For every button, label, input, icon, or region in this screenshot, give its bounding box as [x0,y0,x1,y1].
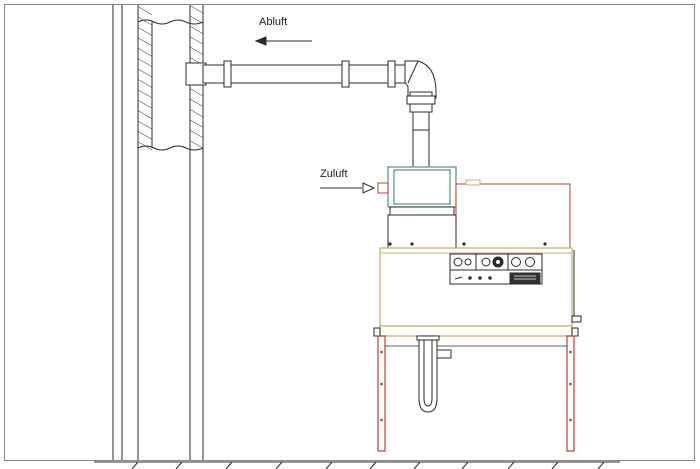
break-line-top [137,19,204,25]
intake-box [377,166,457,216]
exhaust-arrow [254,36,312,46]
intake-label: Zuluft [320,168,348,180]
gauge-icon [511,257,521,267]
floor [94,461,620,469]
gauge-icon [464,258,472,266]
stand-frame [377,335,575,452]
wall-hatch-left [138,5,152,150]
break-line-bottom [137,145,204,151]
exhaust-pipe [185,60,437,168]
display-icon [509,272,541,284]
upper-unit [387,179,571,249]
exhaust-label: Abluft [259,16,287,28]
control-panel [449,253,543,285]
gauge-icon [525,257,535,267]
gauge-icon [453,257,463,267]
drain-siphon [416,335,452,413]
intake-arrow [320,182,376,194]
drawing-border [4,4,695,461]
gauge-icon [481,257,491,267]
